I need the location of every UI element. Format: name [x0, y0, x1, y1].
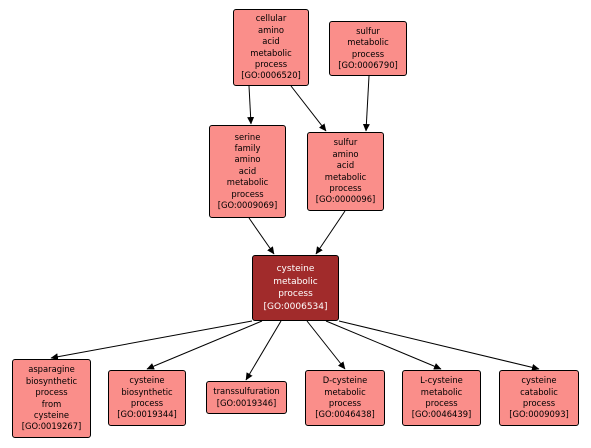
term-label-line: process [278, 289, 313, 299]
edge-GO0006534-to-GO0046438 [306, 320, 346, 370]
term-label-line: catabolic [520, 386, 558, 397]
term-id: [GO:0046438] [315, 409, 375, 420]
edge-GO0000096-to-GO0006534 [315, 210, 346, 255]
term-label-line: transsulfuration [213, 386, 280, 397]
term-label-line: process [231, 188, 264, 199]
edge-GO0006520-to-GO0000096 [290, 85, 327, 132]
term-id: [GO:0000096] [315, 194, 376, 205]
term-label-line: biosynthetic [25, 375, 78, 386]
edge-GO0009069-to-GO0006534 [248, 217, 275, 255]
edge-GO0006534-to-GO0009093 [338, 320, 540, 371]
term-label-line: metabolic [324, 171, 367, 182]
term-label-line: cysteine [129, 375, 165, 386]
term-label-line: process [130, 398, 164, 408]
term-id: [GO:0006534] [263, 301, 328, 312]
term-label-line: acid [238, 165, 257, 176]
term-label-line: metabolic [420, 386, 463, 397]
term-label-line: acid [336, 160, 355, 171]
edge-GO0006534-to-GO0019344 [146, 320, 263, 370]
term-label-line: from [41, 398, 62, 409]
term-label-line: process [35, 387, 68, 398]
term-label-line: metabolic [226, 177, 269, 188]
term-id: [GO:0006790] [338, 59, 398, 70]
term-label-line: D-cysteine [322, 375, 368, 386]
term-label-line: serine [234, 131, 261, 142]
term-label-line: process [329, 182, 362, 193]
term-id: [GO:0019267] [21, 421, 82, 432]
term-id: [GO:0009093] [509, 409, 569, 420]
term-label-line: process [351, 48, 385, 59]
term-node-go0006534[interactable]: cysteine metabolic process [GO:0006534] [252, 255, 339, 321]
term-label-line: process [254, 58, 288, 69]
term-label-line: family [234, 142, 261, 153]
edge-GO0006534-to-GO0019267 [50, 320, 253, 361]
term-label-line: amino [234, 154, 261, 165]
term-id: [GO:0019344] [117, 409, 177, 420]
term-label-line: process [425, 398, 458, 408]
edge-GO0006520-to-GO0009069 [247, 85, 255, 125]
term-label-line: cysteine [33, 409, 70, 420]
term-label-line: biosynthetic [121, 386, 173, 397]
term-label-line: amino [332, 148, 359, 159]
edge-GO0006534-to-GO0019346 [245, 320, 282, 381]
term-label-line: cellular [255, 13, 287, 24]
term-label-line: process [328, 398, 362, 408]
term-label-line: cysteine [276, 264, 315, 274]
term-node-go0019346[interactable]: transsulfuration[GO:0019346] [206, 381, 287, 414]
term-id: [GO:0009069] [217, 200, 278, 211]
term-label-line: metabolic [273, 276, 318, 287]
term-label-line: metabolic [324, 386, 366, 397]
term-label-line: L-cysteine [420, 375, 463, 386]
term-label-line: sulfur [333, 137, 358, 148]
term-label-line: cysteine [521, 375, 557, 386]
term-label-line: sulfur [356, 25, 380, 36]
term-label-line: acid [262, 36, 280, 47]
term-label-line: metabolic [347, 37, 389, 48]
term-id: [GO:0019346] [216, 397, 277, 408]
term-label-line: amino [257, 24, 285, 35]
term-label-line: metabolic [250, 47, 292, 58]
edge-GO0006534-to-GO0046439 [325, 320, 442, 370]
edge-GO0006790-to-GO0000096 [362, 75, 370, 132]
term-id: [GO:0006520] [241, 70, 301, 81]
term-label-line: asparagine [28, 364, 75, 375]
term-id: [GO:0046439] [411, 409, 472, 420]
term-label-line: process [522, 398, 556, 408]
